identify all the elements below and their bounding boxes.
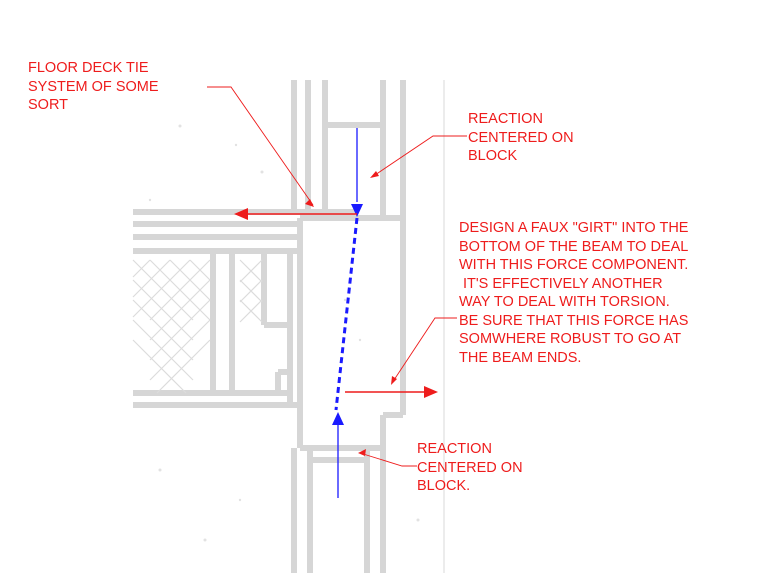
thrust-line-dashed — [334, 217, 359, 411]
reaction-top-annotation: REACTION CENTERED ON BLOCK — [468, 111, 574, 164]
reaction-bottom-annotation: REACTION CENTERED ON BLOCK. — [417, 441, 523, 494]
horizontal-force-bottom-arrow — [345, 386, 438, 398]
leader-floor-deck-head — [305, 199, 314, 207]
reaction-top-arrow — [351, 128, 363, 217]
leader-reaction-top-head — [370, 171, 379, 178]
girt-design-annotation: DESIGN A FAUX "GIRT" INTO THE BOTTOM OF … — [459, 220, 689, 366]
leader-reaction-top — [371, 135, 467, 178]
leader-floor-deck — [207, 86, 314, 206]
wall-section-linework — [133, 80, 406, 573]
horizontal-force-top-arrow — [234, 208, 357, 220]
leader-girt — [391, 317, 457, 384]
leader-girt-head — [391, 376, 397, 385]
leader-reaction-bottom — [359, 452, 417, 467]
concrete-speckle — [148, 124, 432, 542]
reaction-bottom-arrow — [332, 412, 344, 498]
leader-reaction-bottom-head — [358, 449, 366, 456]
floor-deck-annotation: FLOOR DECK TIE SYSTEM OF SOME SORT — [28, 60, 159, 113]
crosshatch-insulation — [132, 259, 263, 394]
